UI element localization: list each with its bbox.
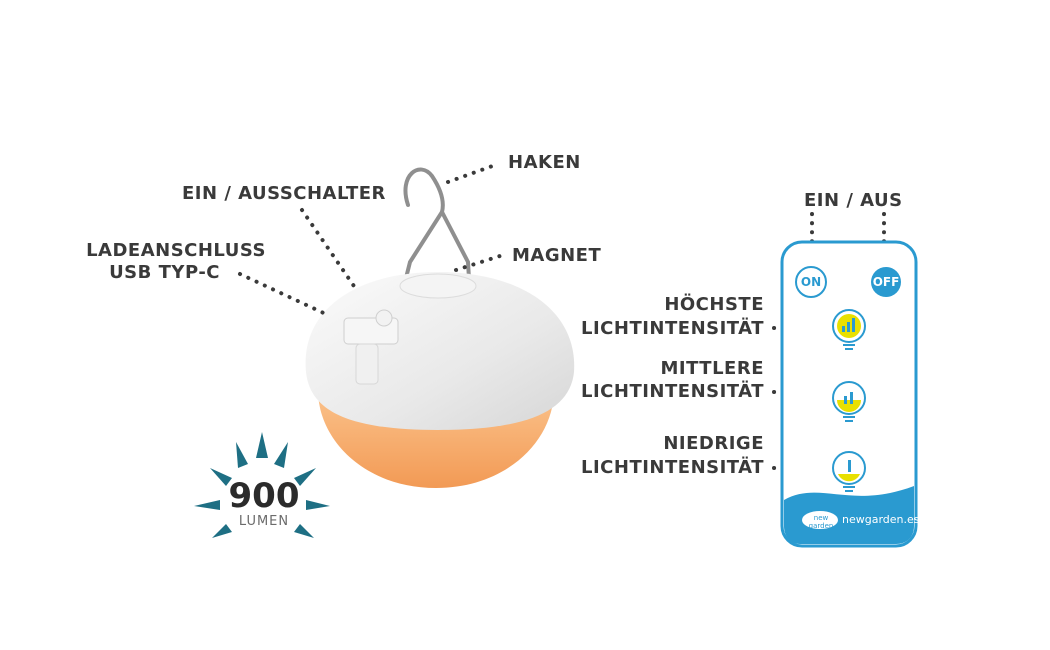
bulb-low-icon (832, 451, 866, 492)
remote-onoff-label: EIN / AUS (804, 190, 903, 211)
haken-line (446, 162, 500, 184)
mid-label-line1: MITTLERE (660, 358, 764, 379)
remote-wave (784, 486, 914, 544)
low-label-line1: NIEDRIGE (663, 433, 764, 454)
lamp-shell (305, 272, 575, 430)
switch-line (300, 208, 360, 294)
high-label-line2: LICHTINTENSITÄT (581, 318, 764, 339)
low-label-line2: LICHTINTENSITÄT (581, 457, 764, 478)
lumen-starburst (194, 432, 330, 538)
off-button-label: OFF (872, 275, 900, 289)
usb-line (238, 272, 332, 318)
switch-button (375, 309, 393, 327)
brand-url: newgarden.es (842, 513, 920, 526)
lamp-body (305, 272, 575, 488)
on-button-label: ON (800, 275, 822, 289)
bulb-mid-icon (832, 381, 866, 422)
mid-label-line2: LICHTINTENSITÄT (581, 381, 764, 402)
bulb-high-icon (832, 309, 866, 350)
brand-logo-text: new garden (808, 514, 834, 530)
usb-flap (355, 343, 379, 385)
lumen-unit: LUMEN (238, 514, 290, 529)
high-label-line1: HÖCHSTE (664, 294, 764, 315)
on-button (795, 266, 827, 298)
magnet-cap (399, 273, 477, 299)
switch-label: EIN / AUSSCHALTER (182, 183, 386, 204)
magnet-line (454, 254, 502, 272)
magnet-label: MAGNET (512, 245, 602, 266)
haken-label: HAKEN (508, 152, 581, 173)
usb-label-line2: USB TYP-C (109, 262, 220, 283)
brand-logo (802, 511, 838, 529)
lumen-value: 900 (228, 476, 300, 516)
usb-label-line1: LADEANSCHLUSS (86, 240, 266, 261)
off-button (871, 267, 901, 297)
